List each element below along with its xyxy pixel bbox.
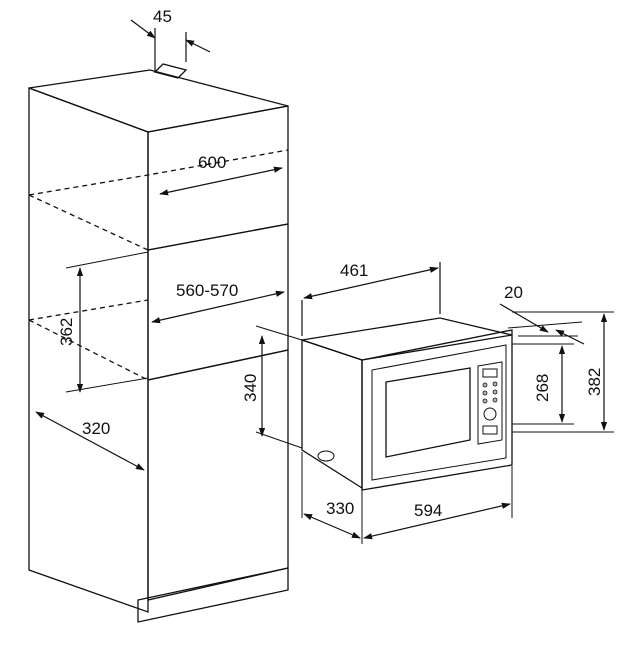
dim-594-label: 594: [414, 501, 442, 520]
dim-461-label: 461: [340, 261, 368, 280]
microwave-foot: [317, 450, 335, 462]
hidden-edge-upper-depth: [28, 194, 149, 251]
dim-330-label: 330: [326, 499, 354, 518]
dim-20-label: 20: [504, 283, 523, 302]
opening-bottom-edge: [147, 349, 289, 381]
microwave-door-button: [482, 425, 498, 435]
hidden-edge-upper: [28, 149, 289, 196]
dim-320-label: 320: [82, 419, 110, 438]
microwave-side: [301, 339, 363, 490]
microwave-inner-face: [371, 344, 507, 481]
microwave-buttons: [482, 381, 498, 404]
cabinet-top: [28, 69, 289, 133]
cabinet-plinth: [137, 567, 289, 623]
dim-45-label: 45: [153, 7, 172, 26]
dim-268-label: 268: [533, 374, 552, 402]
microwave: [301, 317, 513, 491]
opening-top-edge: [147, 223, 289, 251]
hidden-edge-lower: [28, 299, 149, 321]
cabinet-lower-door: [147, 349, 289, 601]
dim-600-label: 600: [198, 153, 226, 172]
cabinet-top-vent: [153, 63, 188, 79]
microwave-control-panel: [477, 361, 503, 445]
microwave-front-frame: [361, 329, 513, 491]
microwave-window: [385, 367, 471, 458]
microwave-dial: [483, 407, 497, 421]
tall-cabinet: [28, 63, 289, 623]
dim-560-570-label: 560-570: [176, 281, 238, 300]
microwave-top: [301, 317, 513, 361]
dimension-labels: 45 600 560-570 362 320 340 461 20 268 38…: [57, 7, 604, 520]
microwave-display: [482, 368, 498, 378]
dim-382-label: 382: [585, 368, 604, 396]
dimension-lines: [35, 19, 614, 544]
hidden-edge-lower-depth: [28, 319, 149, 381]
dim-362-label: 362: [57, 318, 76, 346]
dim-340-label: 340: [241, 374, 260, 402]
